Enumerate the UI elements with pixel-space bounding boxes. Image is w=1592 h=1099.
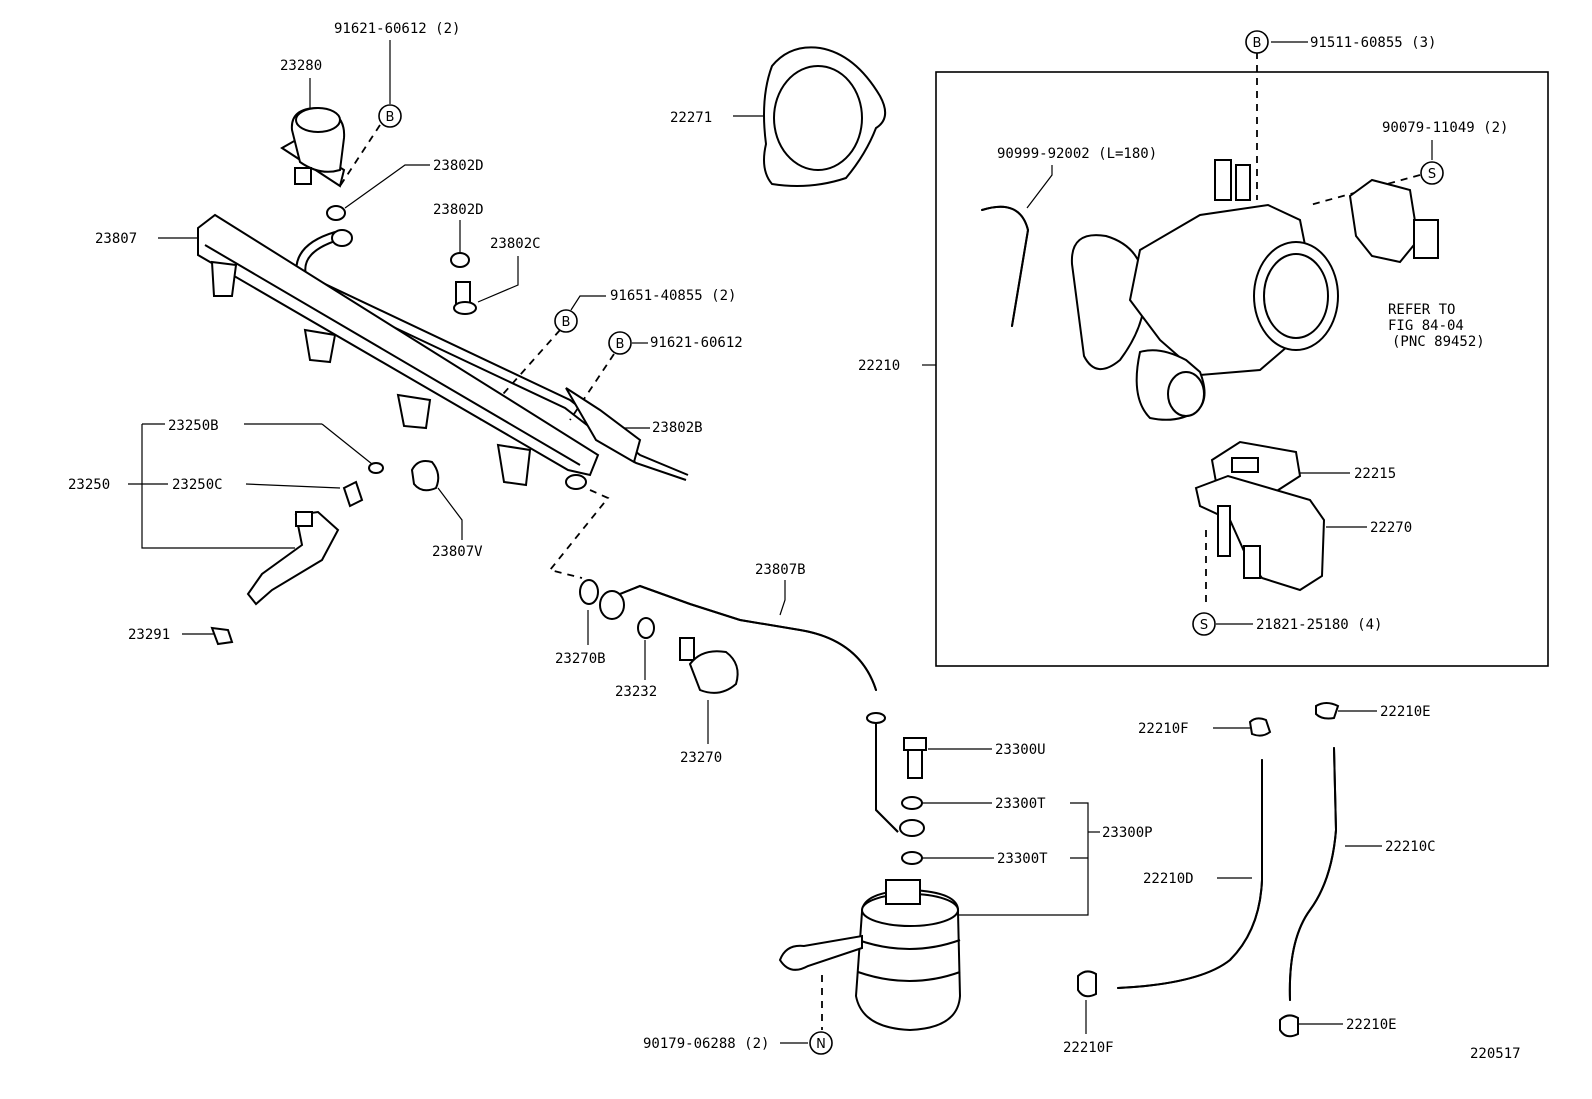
label-refer-line3: (PNC 89452) [1392,334,1485,350]
pressure-regulator-23280 [280,106,346,188]
label-23250B: 23250B [168,418,219,434]
svg-text:N: N [816,1037,826,1052]
symbol-b-91511-60855: B [1245,30,1269,54]
grommet-23250C [342,480,364,508]
label-22210F-a: 22210F [1138,721,1189,737]
label-23802D-a: 23802D [433,158,484,174]
label-22210C: 22210C [1385,839,1436,855]
clamp-22210F-b [1077,970,1097,998]
part-labels: 91621-60612 (2) 23280 23802D 23802D 2380… [68,21,1521,1062]
gasket-22271 [763,46,887,187]
label-refer-line1: REFER TO [1388,302,1455,318]
symbol-b-91621-60612: B [608,331,632,355]
label-22210E-a: 22210E [1380,704,1431,720]
label-23300P: 23300P [1102,825,1153,841]
reference-symbols: B B B B S S N [378,30,1444,1055]
label-22210E-b: 22210E [1346,1017,1397,1033]
symbol-s-90079-11049: S [1420,161,1444,185]
leader-lines [128,40,1433,1044]
svg-text:B: B [1253,36,1262,51]
union-bolt-23300U [903,737,927,779]
label-refer-line2: FIG 84-04 [1388,318,1464,334]
svg-text:S: S [1200,618,1208,633]
label-22270: 22270 [1370,520,1412,536]
label-23291: 23291 [128,627,170,643]
throttle-body-box [935,71,1549,667]
label-23270B: 23270B [555,651,606,667]
label-23802B: 23802B [652,420,703,436]
svg-text:B: B [562,315,571,330]
label-21821-25180: 21821-25180 (4) [1256,617,1382,633]
symbol-b-91621-60612-2: B [378,104,402,128]
symbol-b-91651-40855: B [554,309,578,333]
symbol-s-21821-25180: S [1192,612,1216,636]
fuel-pipe-outlet [866,712,899,833]
label-23280: 23280 [280,58,322,74]
insulator-23807V [410,460,440,492]
label-91621-60612-2: 91621-60612 (2) [334,21,460,37]
label-91511-60855: 91511-60855 (3) [1310,35,1436,51]
symbol-n-90179-06288: N [809,1031,833,1055]
clamp-22210E-a [1315,702,1340,720]
label-91621-60612: 91621-60612 [650,335,743,351]
pulsation-damper-23270 [679,637,739,694]
fuel-hose-23807B [599,584,877,691]
label-91651-40855: 91651-40855 (2) [610,288,736,304]
label-22210F-b: 22210F [1063,1040,1114,1056]
label-22271: 22271 [670,110,712,126]
o-ring-23232 [637,617,655,639]
label-23250: 23250 [68,477,110,493]
o-ring-23270B [579,579,599,605]
label-23802C: 23802C [490,236,541,252]
throttle-position-sensor [1348,178,1439,264]
o-ring-23802D-b [450,252,470,268]
label-23300T-b: 23300T [997,851,1048,867]
fuel-injector-23250 [246,510,340,606]
label-90999-92002: 90999-92002 (L=180) [997,146,1157,162]
label-90079-11049: 90079-11049 (2) [1382,120,1508,136]
idle-air-control-valve-22270 [1194,474,1326,592]
label-22210D: 22210D [1143,871,1194,887]
label-22210: 22210 [858,358,900,374]
throttle-body-22210 [1070,159,1339,421]
label-22215: 22215 [1354,466,1396,482]
fuel-rail-23807 [197,213,600,490]
gasket-23300T-b [901,851,923,865]
svg-text:S: S [1428,167,1436,182]
label-23807B: 23807B [755,562,806,578]
o-ring-23802D-a [326,205,346,221]
fuel-filter-23300P [778,879,962,1032]
label-90179-06288: 90179-06288 (2) [643,1036,769,1052]
hose-22210D [1117,759,1263,989]
label-23250C: 23250C [172,477,223,493]
label-23807: 23807 [95,231,137,247]
seal-23291 [210,626,234,646]
union-23802C [453,281,477,315]
hose-22210C [1288,747,1338,1001]
o-ring-23250B [368,462,384,474]
label-23270: 23270 [680,750,722,766]
label-23807V: 23807V [432,544,483,560]
figure-code: 220517 [1470,1046,1521,1062]
clamp-22210F-a [1248,717,1272,737]
gasket-23300T-a [901,796,923,810]
svg-text:B: B [386,110,395,125]
label-23232: 23232 [615,684,657,700]
label-23300U: 23300U [995,742,1046,758]
label-23300T-a: 23300T [995,796,1046,812]
clamp-22210E-b [1279,1014,1299,1038]
svg-text:B: B [616,337,625,352]
label-23802D-b: 23802D [433,202,484,218]
